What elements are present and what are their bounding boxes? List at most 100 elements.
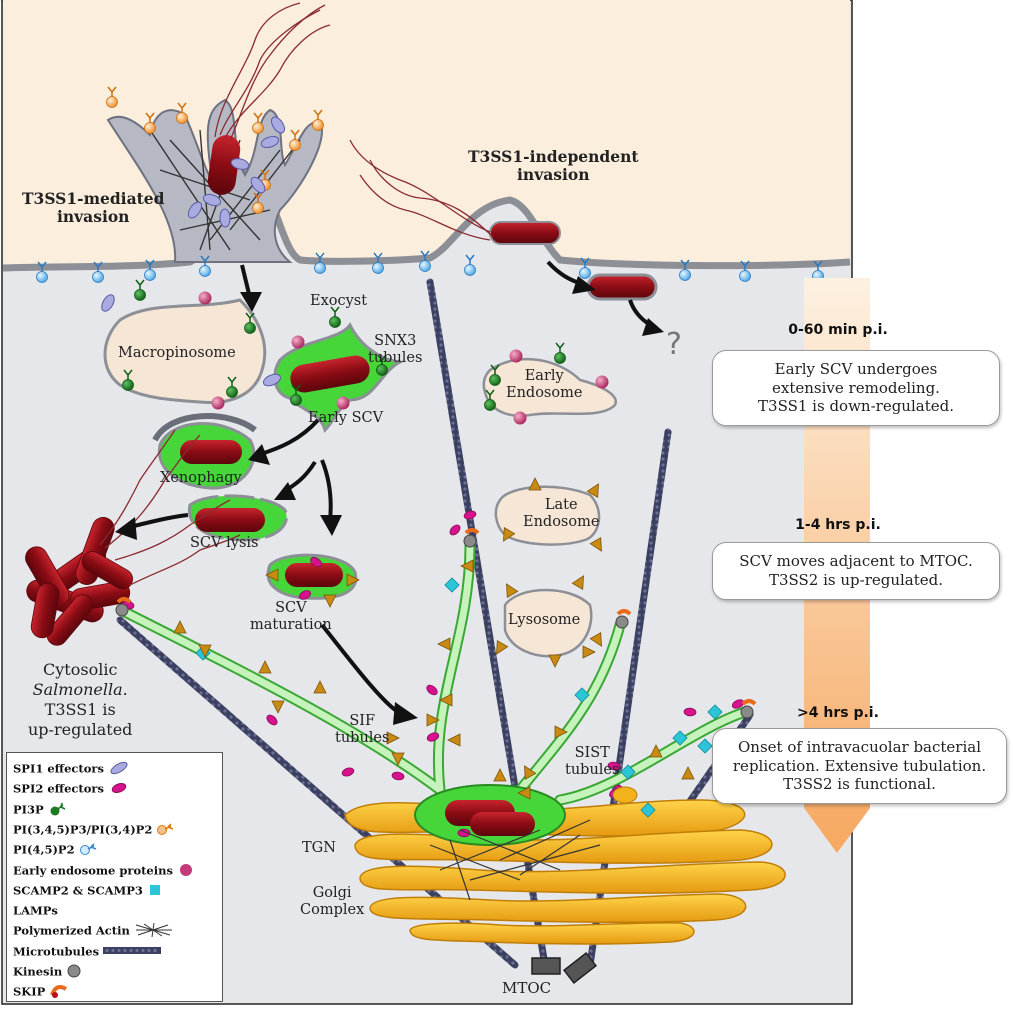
lamp-marker xyxy=(391,752,405,766)
spi2-effector-icon xyxy=(108,781,130,798)
spi1-effector xyxy=(260,135,280,149)
scamp-icon xyxy=(147,883,169,900)
lamp-marker xyxy=(346,573,360,587)
pi3p-marker xyxy=(226,376,238,398)
pi3p-marker xyxy=(290,384,302,406)
pip2-marker xyxy=(419,250,431,272)
spi2-effector xyxy=(310,557,322,567)
lamp-marker xyxy=(681,766,695,780)
pip2-marker xyxy=(579,257,591,279)
skip-marker xyxy=(116,597,132,604)
legend-item-pip3: PI(3,4,5)P3/PI(3,4)P2 xyxy=(13,822,178,839)
legend-item-scamp: SCAMP2 & SCAMP3 xyxy=(13,883,169,900)
late-endosome xyxy=(494,485,601,546)
legend-item-spi1-effector: SPI1 effectors xyxy=(13,761,130,778)
lamp-marker xyxy=(265,568,279,582)
pip2-marker xyxy=(36,261,48,283)
label-lysosome: Lysosome xyxy=(508,612,581,628)
actin-filament xyxy=(519,834,581,876)
scamp-marker xyxy=(640,802,656,818)
lamp-marker xyxy=(589,631,602,647)
spi2-effector xyxy=(266,714,278,726)
actin-filament xyxy=(439,829,541,871)
pi3p-marker xyxy=(376,354,388,376)
legend-item-early-endosome-protein: Early endosome proteins xyxy=(13,863,199,880)
pip3-marker xyxy=(289,129,301,151)
scv-maturation-vacuole xyxy=(266,553,358,600)
pip2-icon xyxy=(79,842,101,859)
label-cytosolic-salmonella: Cytosolic Salmonella. T3SS1 is up-regula… xyxy=(28,660,133,739)
macropinosome xyxy=(103,298,267,405)
flagella xyxy=(99,2,493,586)
skip-marker xyxy=(616,609,632,616)
pip3-marker xyxy=(144,112,156,134)
lamp-marker xyxy=(313,680,327,694)
label-scv-lysis: SCV lysis xyxy=(190,535,259,551)
label-macropinosome: Macropinosome xyxy=(118,345,236,361)
spi1-effector-icon xyxy=(108,761,130,778)
scamp-marker xyxy=(672,730,688,746)
lamp-marker xyxy=(506,583,519,599)
scamp-marker xyxy=(707,704,723,720)
spi2-effector xyxy=(341,767,355,777)
pip2-marker xyxy=(679,259,691,281)
spi1-effector xyxy=(230,158,250,170)
lamp-marker xyxy=(493,768,507,782)
legend-label: PI3P xyxy=(13,802,44,817)
lamp-icon xyxy=(62,903,84,920)
legend-item-lamp: LAMPs xyxy=(13,903,84,920)
pip2-marker xyxy=(464,254,476,276)
legend-label: Microtubules xyxy=(13,944,100,959)
skip-icon xyxy=(49,984,71,1001)
lamp-marker xyxy=(496,639,509,655)
pi3p-marker xyxy=(244,312,256,334)
pi3p-marker xyxy=(484,389,496,411)
lamp-marker xyxy=(586,483,599,499)
spi1-effector xyxy=(101,294,115,312)
legend-item-skip: SKIP xyxy=(13,984,71,1001)
spi1-effector xyxy=(202,193,222,207)
stage-box-2: SCV moves adjacent to MTOC.T3SS2 is up-r… xyxy=(712,542,1000,600)
lamp-marker xyxy=(571,575,584,591)
spi1-effector xyxy=(262,373,282,387)
pi3p-marker xyxy=(134,279,146,301)
legend-label: Polymerized Actin xyxy=(13,923,130,938)
spi2-effector xyxy=(426,732,440,742)
pi3p-icon xyxy=(48,802,70,819)
invading-bacterium xyxy=(207,135,241,195)
skip-marker xyxy=(464,528,480,535)
lamp-marker xyxy=(524,765,537,781)
lysosome xyxy=(503,588,593,658)
kinesin-marker xyxy=(740,705,754,719)
pip3-icon xyxy=(156,822,178,839)
early-endosome-protein xyxy=(211,396,225,410)
skip-marker xyxy=(741,699,757,706)
legend-label: LAMPs xyxy=(13,903,58,918)
legend-item-pip2: PI(4,5)P2 xyxy=(13,842,101,859)
lamp-marker xyxy=(198,644,212,658)
legend-item-spi2-effector: SPI2 effectors xyxy=(13,781,130,798)
label-xenophagy: Xenophagy xyxy=(160,470,242,486)
pip3-marker xyxy=(106,86,118,108)
golgi-vesicle xyxy=(612,786,638,804)
actin-filament xyxy=(459,829,561,871)
spi2-effector xyxy=(457,828,471,838)
spi2-effector xyxy=(683,707,697,717)
lamp-marker xyxy=(589,536,602,552)
actin-icon xyxy=(134,923,174,940)
tubules xyxy=(119,539,751,806)
lamp-marker xyxy=(649,744,663,758)
pi3p-marker xyxy=(489,364,501,386)
lamp-marker xyxy=(554,725,568,739)
label-exocyst: Exocyst xyxy=(310,293,368,309)
lamp-marker xyxy=(503,526,516,542)
t3ss1-independent-bacteria xyxy=(489,221,658,301)
pip2-marker xyxy=(314,252,326,274)
